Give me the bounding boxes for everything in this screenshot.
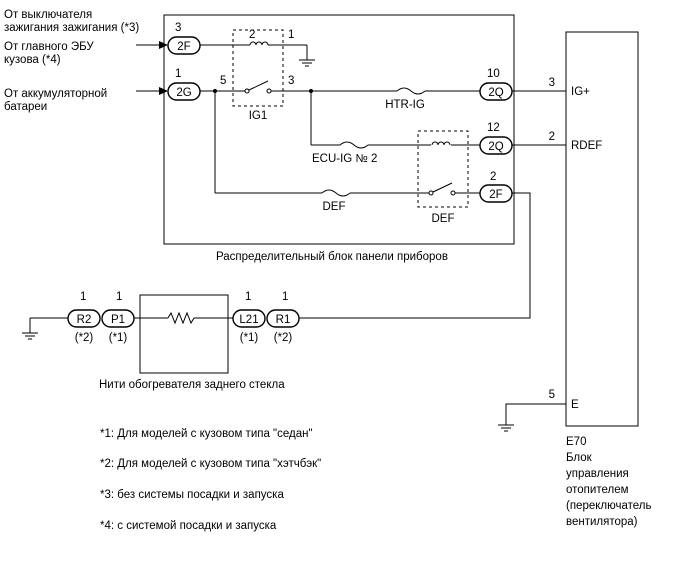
relay-def-switch xyxy=(428,182,456,196)
pin-l21: 1 xyxy=(245,291,251,303)
pin-ig1-coil-out: 1 xyxy=(288,29,294,41)
ecu-label-igplus: IG+ xyxy=(571,86,590,98)
connector-2g-label: 2G xyxy=(176,87,191,99)
pin-ig1-coil-in: 2 xyxy=(249,29,255,41)
ecu-pin-e: 5 xyxy=(549,389,555,401)
ecu-pin-igplus: 3 xyxy=(549,77,555,89)
relay-def-coil xyxy=(431,140,451,148)
ecu-name-5: вентилятора) xyxy=(566,516,638,528)
connector-2q-top-label: 2Q xyxy=(488,87,503,99)
ecu-e70-box xyxy=(565,31,639,427)
pin-ig1-sw-in: 5 xyxy=(220,75,226,87)
ground-icon-ecu xyxy=(498,424,514,432)
ignition-switch-label-2: зажигания зажигания (*3) xyxy=(4,22,139,34)
pin-p1: 1 xyxy=(116,291,122,303)
fuse-htr-ig-label: HTR-IG xyxy=(385,99,425,111)
pin-ig1-sw-out: 3 xyxy=(288,75,294,87)
connector-r2 xyxy=(67,309,101,328)
relay-def-box xyxy=(417,130,469,208)
connector-r2-note: (*2) xyxy=(75,332,94,344)
pin-r2: 1 xyxy=(80,291,86,303)
ecu-pin-rdef: 2 xyxy=(549,131,555,143)
note-4: *4: с системой посадки и запуска xyxy=(100,520,277,532)
main-body-ecu-label-1: От главного ЭБУ xyxy=(4,41,94,53)
pin-2g: 1 xyxy=(175,68,181,80)
ignition-switch-label-1: От выключателя xyxy=(4,9,92,21)
ecu-name-1: Блок xyxy=(566,452,593,464)
fuse-def xyxy=(321,189,351,197)
connector-2f-right-label: 2F xyxy=(489,189,502,201)
note-3: *3: без системы посадки и запуска xyxy=(100,489,284,501)
relay-ig1-coil xyxy=(249,41,269,46)
ecu-code: E70 xyxy=(566,436,586,448)
pin-2q-mid: 12 xyxy=(487,122,500,134)
fuse-def-label: DEF xyxy=(323,201,346,213)
relay-ig1-box xyxy=(232,29,284,107)
pin-2f-right: 2 xyxy=(490,171,496,183)
battery-label-2: батареи xyxy=(4,101,47,113)
connector-r1 xyxy=(266,309,300,328)
note-2: *2: Для моделей с кузовом типа "хэтчбэк" xyxy=(100,458,321,470)
fuse-ecu-ig-2-label: ECU-IG № 2 xyxy=(312,153,377,165)
relay-def-label: DEF xyxy=(432,213,455,225)
heater-element-box xyxy=(139,294,229,374)
ecu-name-2: управления xyxy=(566,468,629,480)
connector-l21-label: L21 xyxy=(239,314,258,326)
relay-ig1-label: IG1 xyxy=(249,110,268,122)
main-body-ecu-label-2: кузова (*4) xyxy=(4,54,61,66)
connector-l21 xyxy=(232,309,266,328)
junction-block-label: Распределительный блок панели приборов xyxy=(216,251,448,263)
connector-l21-note: (*1) xyxy=(240,332,259,344)
battery-label-1: От аккумуляторной xyxy=(4,88,107,100)
input-arrow-2g xyxy=(136,87,168,95)
ecu-label-e: E xyxy=(571,399,579,411)
connector-r2-label: R2 xyxy=(77,314,92,326)
connector-r1-label: R1 xyxy=(276,314,291,326)
ground-icon-ig1 xyxy=(299,45,315,67)
connector-p1-note: (*1) xyxy=(109,332,128,344)
fuse-htr-ig xyxy=(396,87,426,95)
resistor-icon xyxy=(167,311,195,325)
pin-2q-top: 10 xyxy=(487,68,500,80)
ecu-name-4: (переключатель xyxy=(566,500,651,512)
pin-2f-top: 3 xyxy=(175,22,181,34)
input-arrow-2f xyxy=(136,41,168,49)
connector-p1-label: P1 xyxy=(111,314,125,326)
connector-2f-top-label: 2F xyxy=(177,41,190,53)
fuse-ecu-ig-2 xyxy=(339,141,369,149)
pin-r1: 1 xyxy=(282,291,288,303)
relay-ig1-switch xyxy=(244,80,272,94)
ground-icon-heater xyxy=(22,318,38,340)
ecu-label-rdef: RDEF xyxy=(571,140,602,152)
junction-block-outline xyxy=(163,14,515,245)
ecu-name-3: отопителем xyxy=(566,484,629,496)
note-1: *1: Для моделей с кузовом типа "седан" xyxy=(100,428,313,440)
heater-label: Нити обогревателя заднего стекла xyxy=(99,379,285,391)
connector-2q-mid-label: 2Q xyxy=(488,141,503,153)
connector-r1-note: (*2) xyxy=(274,332,293,344)
